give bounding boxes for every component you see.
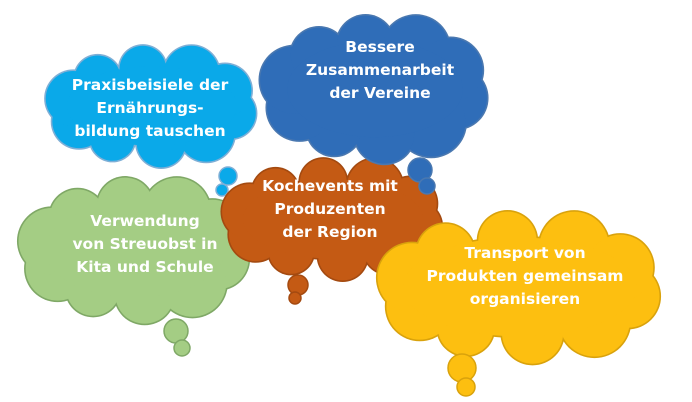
kochevents-line-3: der Region [282, 223, 378, 241]
kochevents-line-1: Kochevents mit [262, 177, 398, 195]
praxis-cloud [44, 44, 258, 197]
kochevents-line-2: Produzenten [274, 200, 386, 218]
praxis-line-3: bildung tauschen [74, 122, 226, 140]
streuobst-thought-bubble-2 [173, 339, 191, 357]
praxis-thought-bubble-1 [218, 166, 238, 186]
kochevents-thought-bubble-2 [288, 291, 302, 305]
vereine-cloud [258, 14, 489, 195]
transport-line-1: Transport von [464, 244, 586, 262]
transport-line-2: Produkten gemeinsam [426, 267, 624, 285]
streuobst-cloud-label: Verwendung von Streuobst in Kita und Sch… [60, 210, 230, 279]
streuobst-line-1: Verwendung [90, 212, 200, 230]
streuobst-cloud [16, 176, 251, 357]
vereine-line-1: Bessere [345, 38, 415, 56]
streuobst-line-3: Kita und Schule [76, 258, 214, 276]
vereine-line-2: Zusammenarbeit [305, 61, 455, 79]
vereine-cloud-label: Bessere Zusammenarbeit der Vereine [290, 36, 470, 105]
transport-cloud [375, 210, 662, 397]
transport-thought-bubble-2 [456, 377, 476, 397]
transport-line-3: organisieren [469, 290, 581, 308]
streuobst-line-2: von Streuobst in [72, 235, 218, 253]
transport-thought-bubble-1 [447, 353, 477, 383]
streuobst-thought-bubble-1 [163, 318, 189, 344]
transport-cloud-label: Transport von Produkten gemeinsam organi… [410, 242, 640, 311]
praxis-line-1: Praxisbeisiele der [71, 76, 229, 94]
vereine-line-3: der Vereine [329, 84, 431, 102]
praxis-line-2: Ernährungs- [96, 99, 204, 117]
vereine-thought-bubble-2 [418, 177, 436, 195]
praxis-cloud-label: Praxisbeisiele der Ernährungs- bildung t… [60, 74, 240, 143]
kochevents-cloud-label: Kochevents mit Produzenten der Region [250, 175, 410, 244]
praxis-thought-bubble-2 [215, 183, 229, 197]
